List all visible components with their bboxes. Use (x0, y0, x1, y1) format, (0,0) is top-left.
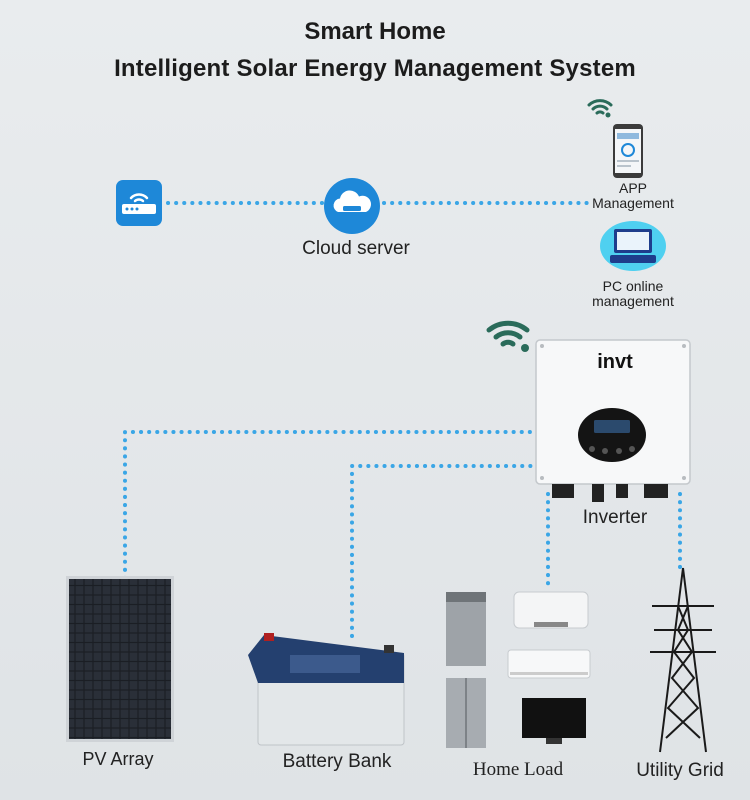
inverter-brand-logo: invt (597, 351, 633, 373)
air-conditioner-icon (507, 649, 591, 679)
app-label-line-2: Management (592, 195, 674, 211)
app-management-label: APP Management (573, 181, 693, 211)
utility-grid-label: Utility Grid (636, 760, 724, 781)
washing-machine-icon (446, 592, 486, 666)
pv-array-label: PV Array (82, 749, 154, 769)
cloud-server-label: Cloud server (302, 238, 410, 259)
battery-bank-label: Battery Bank (282, 751, 392, 772)
refrigerator-icon (446, 678, 486, 748)
television-icon (522, 698, 586, 744)
pc-label-line-2: management (592, 293, 674, 309)
wifi-icon (587, 99, 613, 118)
home-load-icon (446, 591, 591, 748)
cloud-server-icon (324, 178, 380, 234)
app-label-line-1: APP (618, 180, 647, 196)
inverter-icon (535, 339, 691, 502)
home-load-label: Home Load (472, 759, 564, 780)
title-line-2: Intelligent Solar Energy Management Syst… (114, 55, 636, 82)
pc-management-label: PC online management (573, 279, 693, 309)
pv-array-icon (66, 576, 174, 742)
inverter-wifi-icon (486, 320, 530, 352)
water-heater-icon (513, 591, 589, 629)
router-icon (116, 180, 162, 226)
pc-label-line-1: PC online (602, 278, 664, 294)
link-battery-inverter (350, 464, 536, 638)
phone-app-icon (613, 124, 643, 178)
pc-monitor-icon (600, 221, 666, 271)
title-line-1: Smart Home (304, 18, 446, 45)
inverter-label: Inverter (582, 507, 648, 528)
link-pv-inverter (123, 430, 536, 742)
utility-grid-tower-icon (650, 567, 716, 753)
battery-icon (248, 633, 405, 746)
